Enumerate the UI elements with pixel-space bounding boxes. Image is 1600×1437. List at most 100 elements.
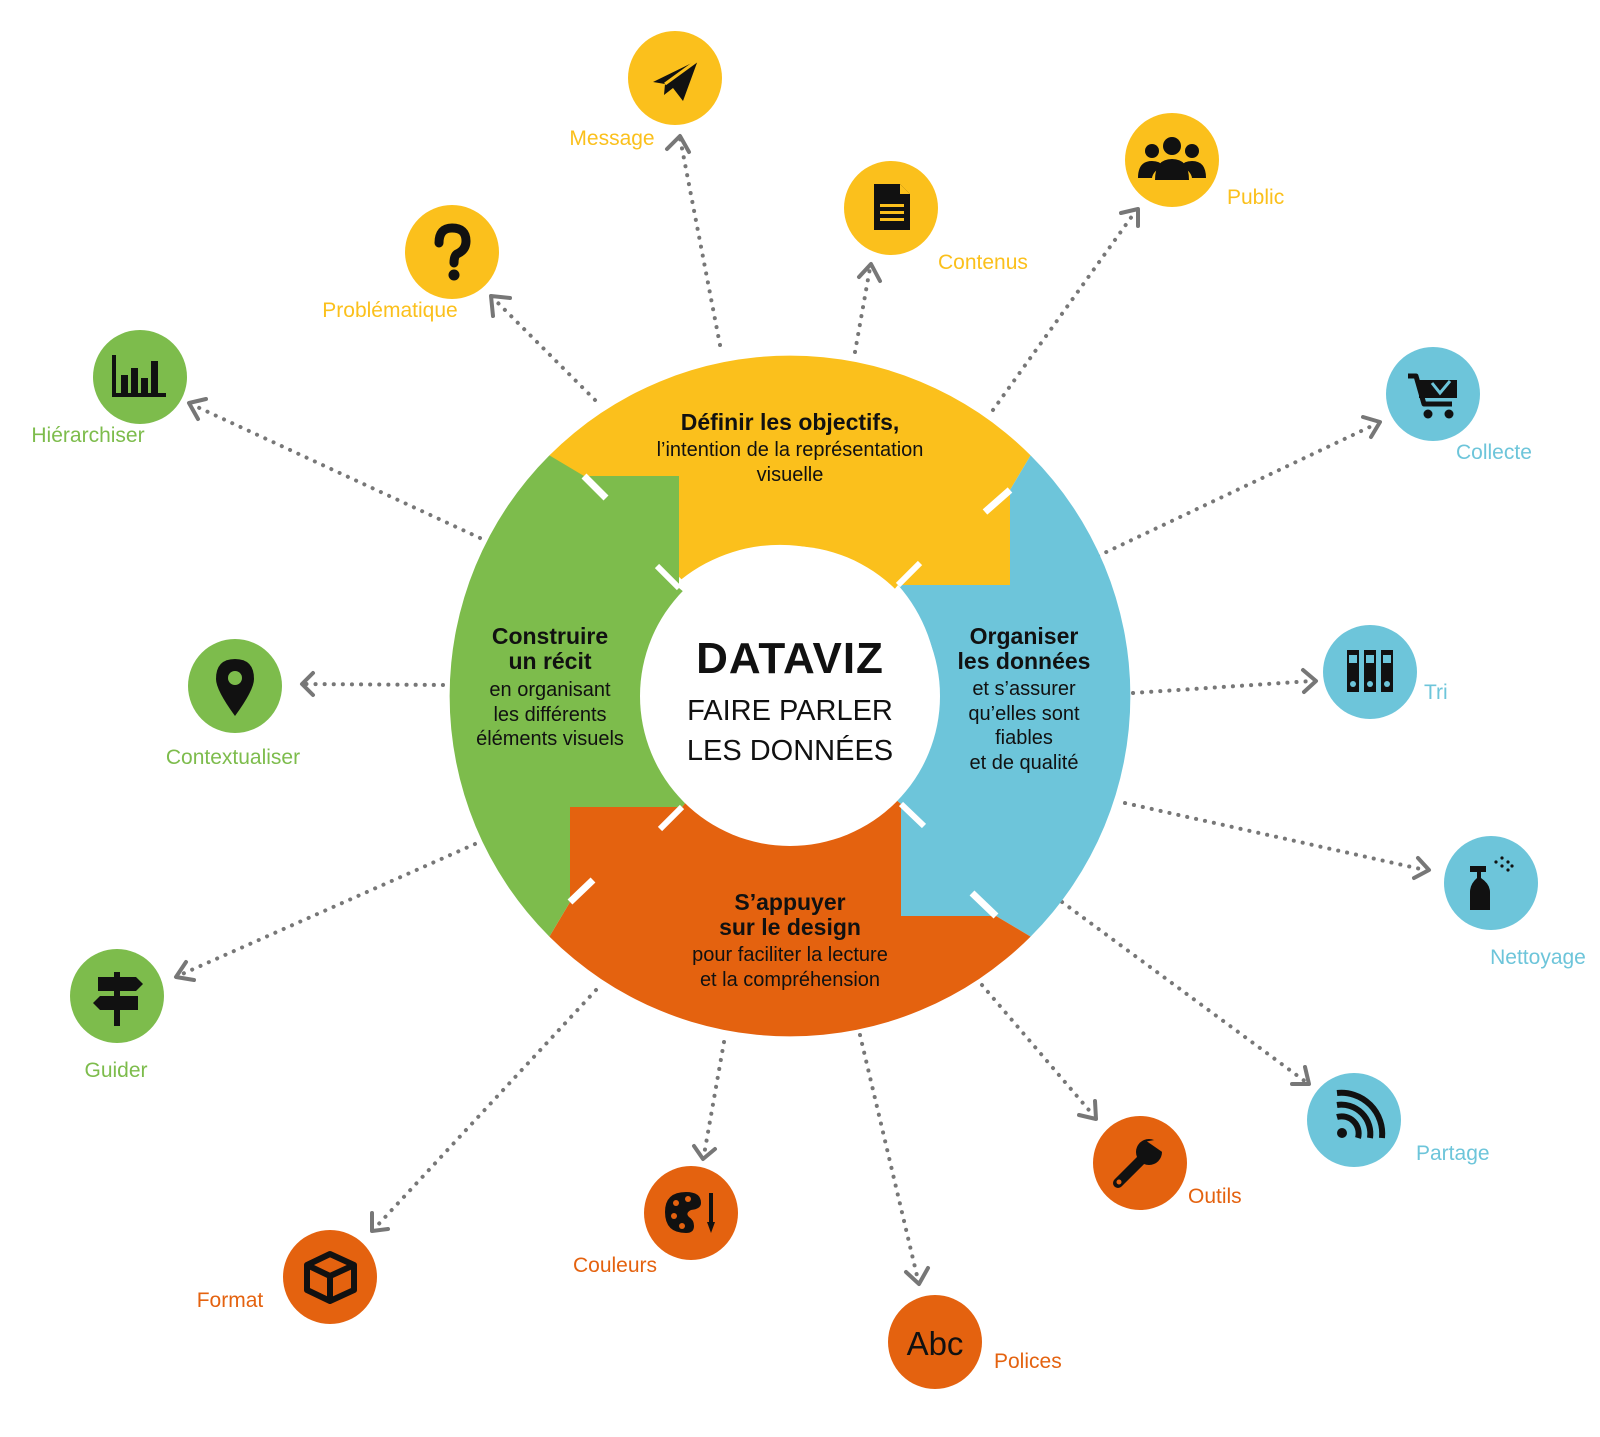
notch-inner-green — [654, 563, 682, 591]
node-nettoyage-label: Nettoyage — [1490, 946, 1586, 969]
segment-recit — [449, 455, 688, 937]
node-tri-label: Tri — [1424, 681, 1448, 704]
organiser-title-1: Organiser — [970, 623, 1079, 649]
group-icon — [1138, 137, 1206, 180]
connector-guider — [174, 842, 477, 982]
segment-design — [549, 798, 1031, 1037]
connector-outils — [980, 983, 1098, 1121]
organiser-body-3: fiables — [995, 727, 1053, 749]
center-text: DATAVIZ FAIRE PARLER LES DONNÉES — [687, 634, 893, 767]
node-problematique: Problématique — [322, 205, 499, 322]
node-contextualiser: Contextualiser — [166, 639, 300, 769]
objectifs-body-1: l’intention de la représentation — [657, 439, 924, 461]
center-hub — [640, 546, 940, 846]
notch-inner-blue — [898, 801, 927, 829]
node-collecte: Collecte — [1386, 347, 1532, 464]
recit-body-3: éléments visuels — [476, 728, 624, 750]
node-contextualiser-label: Contextualiser — [166, 746, 300, 769]
node-contenus-label: Contenus — [938, 251, 1028, 274]
notch-orange-green — [567, 877, 596, 905]
connector-message — [665, 134, 722, 347]
organiser-title-2: les données — [958, 648, 1091, 674]
node-couleurs: Couleurs — [573, 1166, 738, 1277]
box-icon — [304, 1251, 357, 1304]
connector-polices — [858, 1033, 930, 1286]
notch-green-yellow — [581, 473, 609, 501]
notch-yellow-blue — [982, 487, 1013, 515]
node-outils: Outils — [1093, 1116, 1242, 1210]
node-message-label: Message — [569, 127, 654, 150]
connector-tri — [1131, 668, 1318, 695]
connector-format — [370, 988, 598, 1233]
notch-inner-orange — [657, 804, 685, 832]
organiser-body-1: et s’assurer — [972, 678, 1076, 700]
node-public-label: Public — [1227, 186, 1284, 209]
node-partage-label: Partage — [1416, 1142, 1490, 1165]
node-outils-label: Outils — [1188, 1185, 1242, 1208]
node-format: Format — [197, 1230, 377, 1324]
connector-hierarchiser — [187, 397, 482, 540]
center-title: DATAVIZ — [696, 634, 884, 683]
recit-title-1: Construire — [492, 623, 608, 649]
node-contenus: Contenus — [844, 161, 1028, 274]
node-polices: Abc Polices — [888, 1295, 1062, 1389]
segment-text-design: S’appuyer sur le design pour faciliter l… — [692, 889, 888, 991]
connector-collecte — [1096, 415, 1382, 558]
design-title-1: S’appuyer — [734, 889, 845, 915]
center-subtitle-1: FAIRE PARLER — [687, 695, 893, 727]
connector-partage — [1060, 900, 1311, 1086]
abc-icon: Abc — [907, 1325, 964, 1362]
segment-text-objectifs: Définir les objectifs, l’intention de la… — [657, 409, 924, 486]
notch-blue-orange — [969, 890, 999, 919]
node-nettoyage: Nettoyage — [1444, 836, 1586, 969]
spray-icon — [1470, 856, 1514, 910]
recit-body-2: les différents — [493, 704, 606, 726]
node-polices-label: Polices — [994, 1350, 1062, 1373]
signpost-icon — [93, 972, 143, 1026]
cart-icon — [1408, 373, 1457, 419]
recit-body-1: en organisant — [489, 679, 611, 701]
center-subtitle-2: LES DONNÉES — [687, 734, 893, 767]
wrench-icon — [1113, 1138, 1164, 1188]
document-icon — [874, 184, 910, 230]
objectifs-title: Définir les objectifs, — [681, 409, 900, 435]
node-public: Public — [1125, 113, 1284, 209]
bar-chart-icon — [112, 355, 166, 397]
connector-couleurs — [692, 1040, 726, 1161]
paper-plane-icon — [653, 58, 699, 101]
segment-text-recit: Construire un récit en organisant les di… — [476, 623, 624, 750]
design-body-1: pour faciliter la lecture — [692, 944, 888, 966]
node-nettoyage-circle — [1444, 836, 1538, 930]
node-problematique-circle — [405, 205, 499, 299]
design-title-2: sur le design — [719, 914, 861, 940]
binders-icon — [1347, 650, 1393, 692]
connector-contenus — [853, 262, 882, 354]
node-couleurs-circle — [644, 1166, 738, 1260]
node-hierarchiser: Hiérarchiser — [31, 330, 187, 447]
node-tri: Tri — [1323, 625, 1448, 719]
connector-nettoyage — [1123, 801, 1431, 880]
node-guider-label: Guider — [84, 1059, 147, 1082]
segment-text-organiser: Organiser les données et s’assurer qu’el… — [958, 623, 1091, 774]
node-problematique-label: Problématique — [322, 299, 457, 322]
node-message: Message — [569, 31, 722, 150]
recit-title-2: un récit — [508, 648, 591, 674]
connector-problematique — [489, 294, 597, 402]
segment-organiser — [894, 455, 1131, 937]
question-icon — [434, 223, 471, 281]
design-body-2: et la compréhension — [700, 969, 880, 991]
cycle-ring — [449, 355, 1131, 1037]
connector-contextualiser — [300, 671, 445, 697]
notch-inner-yellow — [895, 560, 923, 588]
node-partage: Partage — [1307, 1073, 1490, 1167]
organiser-body-2: qu’elles sont — [968, 703, 1080, 725]
map-pin-icon — [216, 659, 254, 716]
node-format-label: Format — [197, 1289, 264, 1312]
organiser-body-4: et de qualité — [970, 752, 1079, 774]
node-guider: Guider — [70, 949, 164, 1082]
palette-icon — [665, 1192, 715, 1233]
node-collecte-label: Collecte — [1456, 441, 1532, 464]
connectors — [174, 134, 1431, 1286]
node-polices-circle — [888, 1295, 982, 1389]
